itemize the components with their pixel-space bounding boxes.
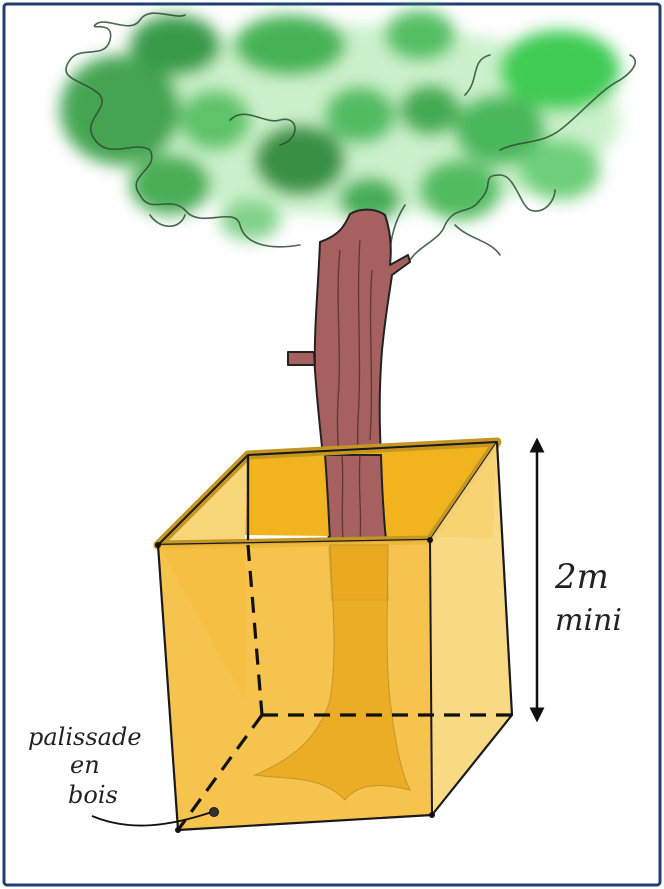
palisade-label-line3: bois xyxy=(68,781,118,809)
height-value-label: 2m xyxy=(554,557,609,597)
palisade-label-line2: en xyxy=(70,751,100,779)
palisade-box xyxy=(155,442,512,833)
palisade-callout-dot xyxy=(210,808,219,817)
palisade-label-line1: palissade xyxy=(28,723,142,751)
height-suffix-label: mini xyxy=(555,603,622,638)
